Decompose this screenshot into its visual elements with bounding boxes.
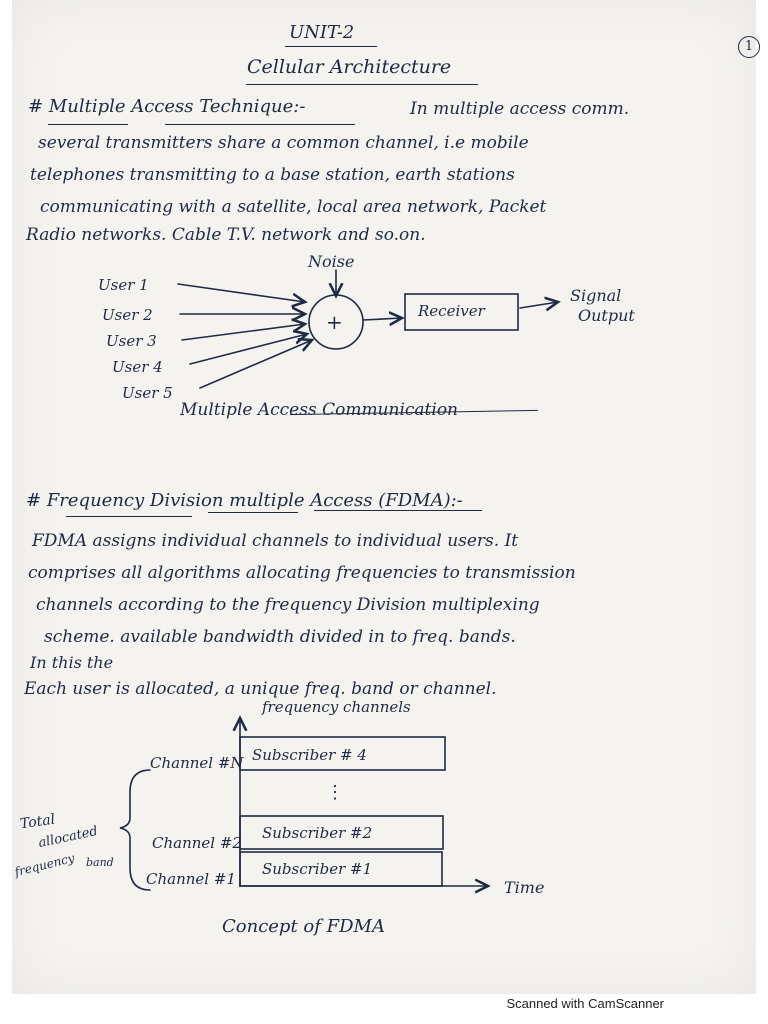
signal-label: Signal bbox=[570, 286, 622, 305]
subscriber-n-label: Subscriber # 4 bbox=[252, 746, 367, 764]
adder-symbol: + bbox=[326, 310, 343, 334]
mac-heading-underline-2 bbox=[165, 124, 355, 125]
time-axis-label: Time bbox=[504, 878, 545, 897]
user-2-label: User 2 bbox=[102, 306, 153, 324]
channel-continuation-dots: ⋮ bbox=[326, 782, 344, 803]
fdma-heading: # Frequency Division multiple Access (FD… bbox=[26, 490, 463, 511]
fdma-underline-3 bbox=[314, 510, 482, 511]
subscriber-2-label: Subscriber #2 bbox=[262, 824, 373, 842]
channel-1-label: Channel #1 bbox=[146, 870, 236, 888]
fdma-diagram bbox=[119, 700, 768, 910]
subscriber-1-label: Subscriber #1 bbox=[262, 860, 373, 878]
subscriber-1-box bbox=[239, 851, 443, 887]
receiver-label: Receiver bbox=[418, 302, 485, 320]
user-1-label: User 1 bbox=[98, 276, 149, 294]
user-5-label: User 5 bbox=[122, 384, 173, 402]
page-number: 1 bbox=[738, 36, 760, 58]
adder-to-receiver-arrow bbox=[362, 318, 402, 320]
multiple-access-diagram bbox=[177, 269, 768, 389]
total-band-brace bbox=[119, 769, 151, 891]
frequency-axis-label: frequency channels bbox=[262, 698, 411, 716]
channel-n-label: Channel #N bbox=[150, 754, 244, 772]
adder-circle bbox=[308, 294, 364, 350]
unit-underline bbox=[285, 46, 377, 47]
mac-heading-underline-1 bbox=[48, 124, 128, 125]
page-title: Cellular Architecture bbox=[247, 56, 452, 78]
user-5-arrow bbox=[199, 340, 312, 389]
receiver-box bbox=[404, 293, 519, 331]
fdma-line-3: channels according to the frequency Divi… bbox=[36, 595, 540, 615]
fdma-line-1: FDMA assigns individual channels to indi… bbox=[32, 531, 519, 551]
unit-label: UNIT-2 bbox=[289, 22, 355, 43]
mac-line-2: several transmitters share a common chan… bbox=[38, 133, 529, 153]
scanned-page bbox=[12, 0, 756, 994]
fdma-line-2: comprises all algorithms allocating freq… bbox=[28, 563, 576, 583]
subscriber-n-box bbox=[239, 736, 446, 771]
fdma-line-4: scheme. available bandwidth divided in t… bbox=[44, 627, 516, 647]
scanner-watermark: Scanned with CamScanner bbox=[506, 996, 664, 1011]
noise-label: Noise bbox=[308, 252, 355, 271]
user-4-label: User 4 bbox=[112, 358, 163, 376]
user-4-arrow bbox=[189, 334, 307, 365]
mac-line-5: Radio networks. Cable T.V. network and s… bbox=[26, 225, 426, 245]
output-label: Output bbox=[578, 306, 635, 325]
fdma-underline-1 bbox=[66, 516, 192, 517]
channel-2-label: Channel #2 bbox=[152, 834, 242, 852]
subscriber-2-box bbox=[239, 815, 444, 850]
title-underline bbox=[246, 84, 478, 85]
fdma-underline-2 bbox=[208, 512, 298, 513]
user-3-label: User 3 bbox=[106, 332, 157, 350]
user-3-arrow bbox=[181, 324, 305, 341]
fdma-line-5: In this the bbox=[30, 653, 114, 672]
brace-label-band: band bbox=[86, 856, 114, 869]
mac-line-4: communicating with a satellite, local ar… bbox=[40, 197, 547, 217]
diagram2-caption: Concept of FDMA bbox=[222, 916, 385, 937]
user-1-arrow bbox=[177, 283, 305, 302]
diagram1-caption: Multiple Access Communication bbox=[180, 400, 459, 420]
fdma-line-6: Each user is allocated, a unique freq. b… bbox=[24, 679, 497, 699]
output-arrow bbox=[519, 302, 558, 308]
mac-line-3: telephones transmitting to a base statio… bbox=[30, 165, 515, 185]
mac-line-1: In multiple access comm. bbox=[410, 99, 630, 119]
mac-heading: # Multiple Access Technique:- bbox=[28, 96, 306, 117]
